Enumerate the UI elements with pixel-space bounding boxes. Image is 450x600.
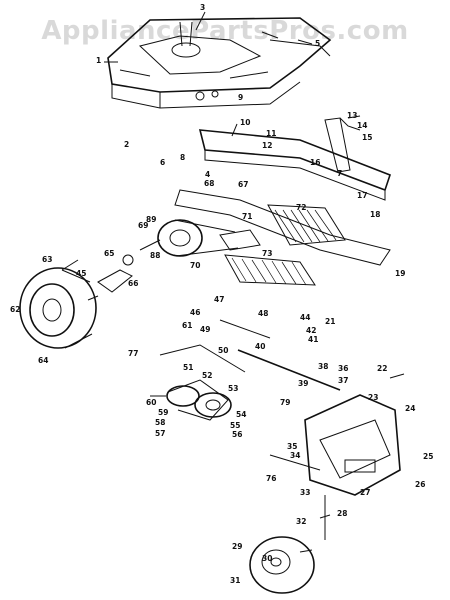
leader-lines — [61, 11, 405, 553]
callout-76: 76 — [266, 474, 276, 483]
callout-22: 22 — [377, 364, 387, 373]
callout-2: 2 — [124, 140, 129, 149]
callout-21: 21 — [325, 317, 335, 326]
callout-89: 89 — [146, 215, 156, 224]
rear-wheel — [249, 536, 315, 594]
engine-pulley — [157, 219, 239, 257]
callout-12: 12 — [262, 141, 272, 150]
callout-88: 88 — [150, 251, 160, 260]
callout-77: 77 — [128, 349, 138, 358]
body-pan — [107, 17, 332, 109]
frame — [174, 117, 391, 266]
callout-11: 11 — [266, 129, 276, 138]
callout-19: 19 — [395, 269, 405, 278]
callout-55: 55 — [230, 421, 240, 430]
callout-27: 27 — [360, 488, 370, 497]
callout-40: 40 — [255, 342, 265, 351]
callout-49: 49 — [200, 325, 210, 334]
callout-52: 52 — [202, 371, 212, 380]
callout-13: 13 — [347, 111, 357, 120]
callout-18: 18 — [370, 210, 380, 219]
callout-15: 15 — [362, 133, 372, 142]
callout-36: 36 — [338, 364, 348, 373]
callout-1: 1 — [96, 56, 101, 65]
callout-41: 41 — [308, 335, 318, 344]
callout-60: 60 — [146, 398, 156, 407]
callout-51: 51 — [183, 363, 193, 372]
callout-38: 38 — [318, 362, 328, 371]
callout-59: 59 — [158, 408, 168, 417]
callout-61: 61 — [182, 321, 192, 330]
callout-70: 70 — [190, 261, 200, 270]
callout-8: 8 — [180, 153, 185, 162]
callout-46: 46 — [190, 308, 200, 317]
callout-73: 73 — [262, 249, 272, 258]
callout-44: 44 — [300, 313, 310, 322]
callout-57: 57 — [155, 429, 165, 438]
callout-48: 48 — [258, 309, 268, 318]
transmission-pulleys — [159, 344, 246, 421]
belt-guards — [219, 204, 346, 286]
callout-33: 33 — [300, 488, 310, 497]
callout-64: 64 — [38, 356, 48, 365]
callout-10: 10 — [240, 118, 250, 127]
callout-53: 53 — [228, 384, 238, 393]
callout-31: 31 — [230, 576, 240, 585]
callout-6: 6 — [160, 158, 165, 167]
callout-14: 14 — [357, 121, 367, 130]
callout-63: 63 — [42, 255, 52, 264]
callout-28: 28 — [337, 509, 347, 518]
shift-rod — [219, 319, 341, 391]
callout-26: 26 — [415, 480, 425, 489]
callout-72: 72 — [296, 203, 306, 212]
callout-56: 56 — [232, 430, 242, 439]
callout-42: 42 — [306, 326, 316, 335]
callout-39: 39 — [298, 379, 308, 388]
callout-67: 67 — [238, 180, 248, 189]
callout-24: 24 — [405, 404, 415, 413]
steering-bracket — [97, 239, 161, 293]
callout-25: 25 — [423, 452, 433, 461]
callout-69: 69 — [138, 221, 148, 230]
callout-4: 4 — [205, 170, 210, 179]
callout-7: 7 — [337, 169, 342, 178]
callout-71: 71 — [242, 212, 252, 221]
transaxle — [269, 394, 401, 540]
callout-16: 16 — [310, 158, 320, 167]
callout-79: 79 — [280, 398, 290, 407]
callout-62: 62 — [10, 305, 20, 314]
front-wheel — [19, 267, 97, 349]
callout-45: 45 — [76, 269, 86, 278]
callout-5: 5 — [315, 39, 320, 48]
callout-17: 17 — [357, 191, 367, 200]
callout-65: 65 — [104, 249, 114, 258]
callout-30: 30 — [262, 554, 272, 563]
callout-29: 29 — [232, 542, 242, 551]
callout-66: 66 — [128, 279, 138, 288]
callout-50: 50 — [218, 346, 228, 355]
callout-68: 68 — [204, 179, 214, 188]
callout-32: 32 — [296, 517, 306, 526]
callout-23: 23 — [368, 393, 378, 402]
callout-58: 58 — [155, 418, 165, 427]
callout-9: 9 — [238, 93, 243, 102]
callout-47: 47 — [214, 295, 224, 304]
callout-54: 54 — [236, 410, 246, 419]
callout-37: 37 — [338, 376, 348, 385]
callout-34: 34 — [290, 451, 300, 460]
callout-3: 3 — [200, 3, 205, 12]
callout-35: 35 — [287, 442, 297, 451]
